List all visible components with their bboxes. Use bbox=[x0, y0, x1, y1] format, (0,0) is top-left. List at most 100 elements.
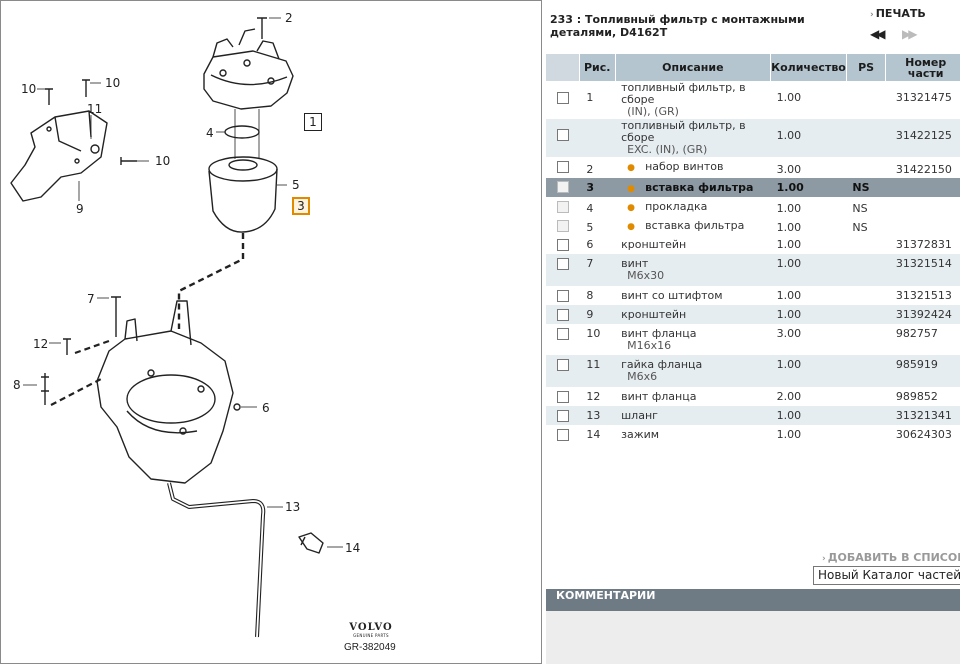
row-ps: NS bbox=[852, 221, 868, 234]
row-checkbox-cell bbox=[546, 406, 580, 425]
row-part-number[interactable]: 30624303 bbox=[895, 428, 952, 441]
row-checkbox[interactable] bbox=[556, 239, 569, 251]
row-quantity: 1.00 bbox=[776, 289, 802, 302]
row-ps bbox=[846, 425, 886, 444]
bullet-icon: ● bbox=[627, 222, 635, 232]
column-header-description[interactable]: Описание bbox=[615, 54, 772, 81]
row-quantity: 1.00 bbox=[770, 119, 847, 157]
callout-2: 2 bbox=[285, 11, 293, 25]
row-checkbox[interactable] bbox=[556, 309, 569, 321]
row-part-number[interactable]: 31422125 bbox=[885, 119, 960, 157]
row-ps bbox=[846, 157, 886, 178]
clip bbox=[298, 532, 324, 554]
row-quantity: 1.00 bbox=[770, 305, 847, 324]
table-row[interactable]: 4 ●прокладка 1.00 NS bbox=[546, 197, 960, 216]
callout-11: 11 bbox=[87, 102, 103, 116]
row-description: винт фланца bbox=[621, 390, 697, 403]
row-part-number[interactable]: 31372831 bbox=[895, 238, 952, 251]
callout-1-box[interactable]: 1 bbox=[304, 113, 322, 131]
row-ps bbox=[846, 235, 886, 254]
volvo-genuine-parts: GENUINE PARTS bbox=[353, 633, 389, 638]
previous-arrow-icon[interactable]: ◀◀ bbox=[870, 27, 886, 41]
print-button[interactable]: ›ПЕЧАТЬ bbox=[870, 7, 926, 20]
row-part-number[interactable]: 985919 bbox=[885, 355, 960, 387]
parts-diagram: 2 10 10 11 1 4 10 9 5 3 7 12 8 6 13 14 V… bbox=[0, 0, 542, 664]
row-checkbox[interactable] bbox=[556, 391, 569, 403]
row-part-number[interactable]: 989852 bbox=[895, 390, 938, 403]
row-checkbox[interactable] bbox=[556, 359, 569, 371]
comments-area[interactable] bbox=[546, 611, 960, 664]
row-checkbox-disabled bbox=[556, 201, 569, 213]
row-quantity: 3.00 bbox=[776, 163, 802, 176]
table-row[interactable]: 13 шланг 1.00 31321341 bbox=[546, 406, 960, 425]
row-description: набор винтов bbox=[645, 160, 724, 173]
table-row[interactable]: 8 винт со штифтом 1.00 31321513 bbox=[546, 286, 960, 305]
row-part-number[interactable]: 31321513 bbox=[895, 289, 952, 302]
row-description: винт со штифтом bbox=[621, 289, 723, 302]
column-header-quantity[interactable]: Количество bbox=[770, 54, 847, 81]
row-description: вставка фильтра bbox=[645, 181, 754, 194]
table-row[interactable]: 6 кронштейн 1.00 31372831 bbox=[546, 235, 960, 254]
table-row[interactable]: 14 зажим 1.00 30624303 bbox=[546, 425, 960, 444]
row-checkbox[interactable] bbox=[556, 258, 569, 270]
row-part-number bbox=[886, 216, 960, 235]
page-title: 233 : Топливный фильтр с монтажными дета… bbox=[550, 13, 805, 39]
column-header-ps[interactable]: PS bbox=[846, 54, 887, 81]
row-checkbox-cell bbox=[546, 355, 580, 387]
table-row[interactable]: 1 топливный фильтр, в сборе(IN), (GR) 1.… bbox=[546, 81, 960, 119]
row-part-number[interactable]: 31321475 bbox=[895, 91, 952, 104]
row-checkbox[interactable] bbox=[556, 328, 569, 340]
row-part-number[interactable]: 31321514 bbox=[885, 254, 960, 286]
row-part-number[interactable]: 31422150 bbox=[895, 163, 952, 176]
callout-13: 13 bbox=[285, 500, 301, 514]
table-row[interactable]: 5 ●вставка фильтра 1.00 NS bbox=[546, 216, 960, 235]
print-label: ПЕЧАТЬ bbox=[875, 7, 926, 20]
row-checkbox-disabled bbox=[556, 220, 569, 232]
callout-7: 7 bbox=[87, 292, 95, 306]
row-checkbox-disabled bbox=[556, 181, 569, 193]
table-row[interactable]: 2 ●набор винтов 3.00 31422150 bbox=[546, 157, 960, 178]
callout-3-box-selected[interactable]: 3 bbox=[292, 197, 310, 215]
row-subtext: M16x16 bbox=[627, 339, 672, 352]
row-ps bbox=[846, 305, 886, 324]
row-checkbox-cell bbox=[546, 425, 579, 444]
row-part-number[interactable]: 31321341 bbox=[885, 406, 960, 425]
row-description: кронштейн bbox=[621, 238, 687, 251]
row-checkbox[interactable] bbox=[556, 429, 569, 441]
row-description-cell: ●вставка фильтра bbox=[615, 178, 771, 197]
row-checkbox-cell bbox=[546, 387, 579, 406]
row-part-number[interactable]: 982757 bbox=[895, 327, 938, 340]
row-quantity: 1.00 bbox=[776, 428, 802, 441]
comments-title: КОММЕНТАРИИ bbox=[556, 589, 656, 602]
row-fig: 2 bbox=[586, 163, 594, 176]
row-fig: 14 bbox=[586, 428, 601, 441]
row-checkbox[interactable] bbox=[556, 92, 569, 104]
add-to-list-button[interactable]: ›ДОБАВИТЬ В СПИСОК bbox=[822, 551, 960, 564]
callout-6: 6 bbox=[262, 401, 270, 415]
row-fig: 1 bbox=[586, 91, 594, 104]
table-row[interactable]: 12 винт фланца 2.00 989852 bbox=[546, 387, 960, 406]
row-description-cell: ●вставка фильтра bbox=[615, 216, 771, 235]
filter-head bbox=[203, 50, 294, 110]
row-checkbox[interactable] bbox=[556, 290, 569, 302]
row-checkbox-cell bbox=[546, 254, 580, 286]
row-checkbox-cell bbox=[546, 81, 579, 119]
column-header-fig[interactable]: Рис. bbox=[579, 54, 616, 81]
table-row-selected[interactable]: 3 ●вставка фильтра 1.00 NS bbox=[546, 178, 960, 197]
catalog-select[interactable]: Новый Каталог частей ∨ bbox=[813, 566, 960, 585]
callout-10-c: 10 bbox=[155, 154, 171, 168]
row-checkbox[interactable] bbox=[556, 161, 569, 173]
table-row[interactable]: 9 кронштейн 1.00 31392424 bbox=[546, 305, 960, 324]
row-subtext: (IN), (GR) bbox=[627, 105, 679, 118]
row-checkbox[interactable] bbox=[556, 410, 569, 422]
row-ps bbox=[846, 406, 886, 425]
row-part-number[interactable]: 31392424 bbox=[885, 305, 960, 324]
row-ps bbox=[846, 387, 886, 406]
row-checkbox[interactable] bbox=[556, 129, 569, 141]
